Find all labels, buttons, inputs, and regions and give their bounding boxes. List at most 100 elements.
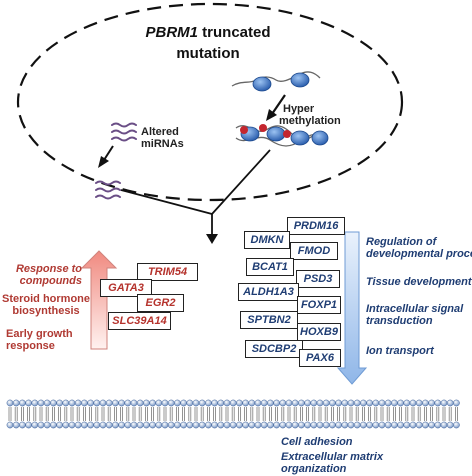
chromatin-upper [231,71,321,87]
gene-box-trim54: TRIM54 [137,263,198,281]
lipid-head [81,421,88,429]
nucleosome-icon [252,76,272,92]
down-arrow-icon [336,231,368,385]
gene-box-pax6: PAX6 [299,349,341,367]
membrane-process-ecm: Extracellular matrix organization [281,451,384,475]
lipid-head [403,421,411,429]
lipid-head [366,421,373,429]
lipid-head [56,421,63,429]
lipid-head [285,421,293,429]
lipid-head [223,399,231,407]
lipid-head [56,399,63,407]
hyper-label-2: methylation [279,115,341,127]
title-rest: truncated [202,24,271,41]
lipid-head [415,399,423,407]
down-process-tissue: Tissue development [366,276,472,288]
lipid-head [434,399,442,407]
lipid-head [105,399,113,407]
lipid-head [81,399,88,407]
lipid-head [143,399,150,407]
lipid-head [360,421,367,429]
lipid-head [236,399,243,407]
lipid-head [229,399,237,407]
nucleosome-icon [290,72,310,88]
lipid-head [130,399,138,407]
down-process-ion: Ion transport [366,345,434,357]
lipid-head [273,421,280,429]
lipid-head [310,399,318,407]
lipid-head [87,399,94,407]
lipid-head [322,399,330,407]
cell-membrane [6,399,460,429]
lipid-head [267,399,274,407]
lipid-head [378,399,386,407]
arrow-head-icon [266,109,277,121]
altered-label-2: miRNAs [141,138,184,150]
lipid-head [391,399,398,407]
methyl-mark-icon [259,124,267,132]
up-process-early: Early growth response [6,328,73,352]
lipid-head [409,421,417,429]
lipid-head [37,421,45,429]
membrane-process-adhesion: Cell adhesion [281,436,353,448]
lipid-head [304,421,311,429]
lipid-head [93,421,101,429]
lipid-head [267,421,274,429]
lipid-head [254,421,262,429]
lipid-head [453,421,460,429]
lipid-head [329,399,336,407]
lipid-head [403,399,411,407]
lipid-head [37,399,45,407]
lipid-head [335,399,342,407]
lipid-head [105,421,113,429]
lipid-head [322,421,330,429]
up-process-response: Response to compounds [15,263,82,287]
lipid-head [124,421,132,429]
lipid-head [329,421,336,429]
nucleus-outline [16,2,404,202]
gene-box-bcat1: BCAT1 [246,258,294,276]
gene-box-egr2: EGR2 [137,294,184,312]
lipid-head [180,421,187,429]
lipid-head [434,421,442,429]
lipid-head [62,399,70,407]
title-line-1: PBRM1 truncated [118,24,298,41]
lipid-head [192,399,200,407]
lipid-head [19,421,26,429]
lipid-head [174,399,181,407]
lipid-head [453,399,460,407]
lipid-head [260,421,268,429]
lipid-head [93,399,101,407]
altered-label-1: Altered [141,126,179,138]
lipid-head [198,399,206,407]
lipid-head [341,399,349,407]
lipid-head [366,399,373,407]
nucleosome-icon [290,130,310,146]
lipid-head [155,421,163,429]
lipid-head [291,421,299,429]
lipid-head [205,421,212,429]
lipid-head [50,421,57,429]
gene-box-hoxb9: HOXB9 [297,323,341,341]
lipid-head [285,399,293,407]
lipid-head [87,421,94,429]
lipid-head [422,399,429,407]
lipid-head [155,399,163,407]
lipid-head [112,399,119,407]
lipid-head [136,399,144,407]
down-process-intracellular: Intracellular signal transduction [366,303,464,327]
lipid-head [149,421,156,429]
lipid-head [118,421,125,429]
lipid-head [50,399,57,407]
gene-box-sdcbp2: SDCBP2 [245,340,303,358]
lipid-head [248,399,256,407]
up-arrow-icon [80,250,118,350]
down-process-regulation: Regulation of developmental process [366,236,472,260]
mirna-icon [95,180,121,200]
hyper-label-1: Hyper [283,103,315,115]
lipid-head [347,399,355,407]
gene-box-sptbn2: SPTBN2 [240,311,298,329]
arrow-head-icon [206,234,218,244]
nucleosome-icon [311,130,329,146]
